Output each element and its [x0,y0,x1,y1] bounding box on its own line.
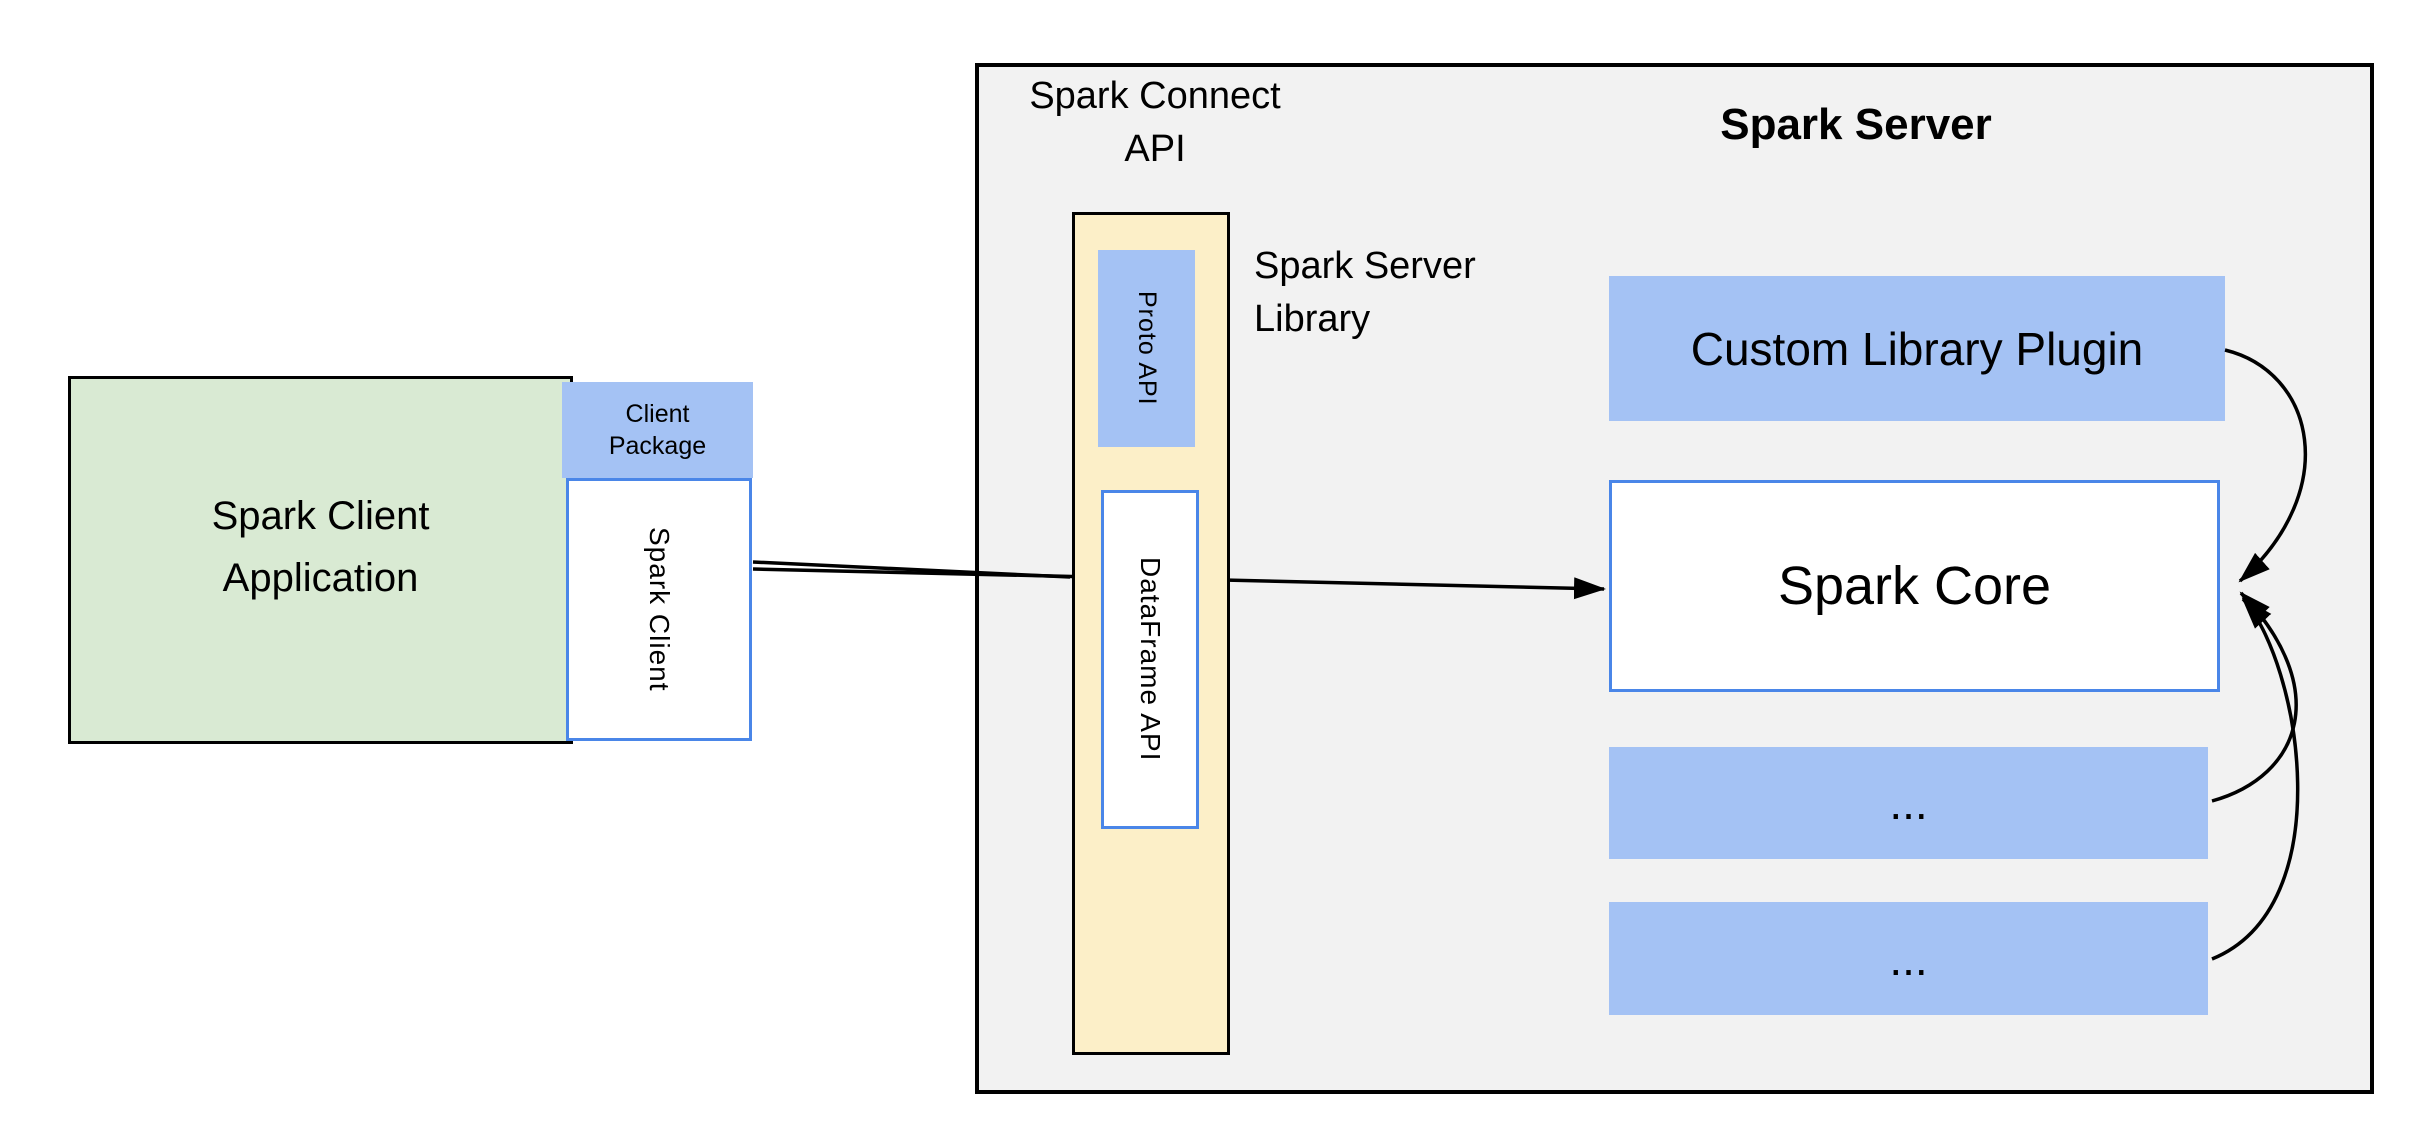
dataframe-api-box: DataFrame API [1101,490,1199,829]
server-module-2-box: ... [1609,902,2208,1015]
spark-client-box: Spark Client [566,478,752,741]
spark-server-library-label-line2: Library [1254,298,1371,341]
server-module-2-label: ... [1889,932,1928,985]
custom-library-plugin-label: Custom Library Plugin [1690,322,2144,375]
custom-library-plugin-box: Custom Library Plugin [1609,276,2225,421]
spark-client-application-box: Spark Client Application [68,376,573,744]
spark-connect-api-label-line2: API [1124,128,1186,171]
client-package-box: Client Package [562,382,753,478]
spark-client-application-label-line2: Application [222,556,419,600]
spark-client-application-label-line1: Spark Client [211,494,430,538]
spark-client-label: Spark Client [644,527,675,692]
dataframe-api-label: DataFrame API [1135,557,1166,762]
client-package-label-line1: Client [625,399,690,428]
spark-connect-api-label-line1: Spark Connect [1029,75,1281,117]
server-module-1-label: ... [1889,777,1928,829]
spark-core-box: Spark Core [1609,480,2220,692]
server-module-1-box: ... [1609,747,2208,859]
proto-api-box: Proto API [1098,250,1195,447]
spark-server-library-label: Spark Server Library [1254,240,1654,346]
spark-core-label: Spark Core [1777,556,2052,616]
spark-server-title: Spark Server [1720,100,1992,149]
spark-server-library-label-line1: Spark Server [1254,245,1476,287]
client-package-label-line2: Package [608,432,707,460]
spark-connect-api-label: Spark Connect API [1002,70,1308,176]
proto-api-label: Proto API [1133,291,1161,406]
